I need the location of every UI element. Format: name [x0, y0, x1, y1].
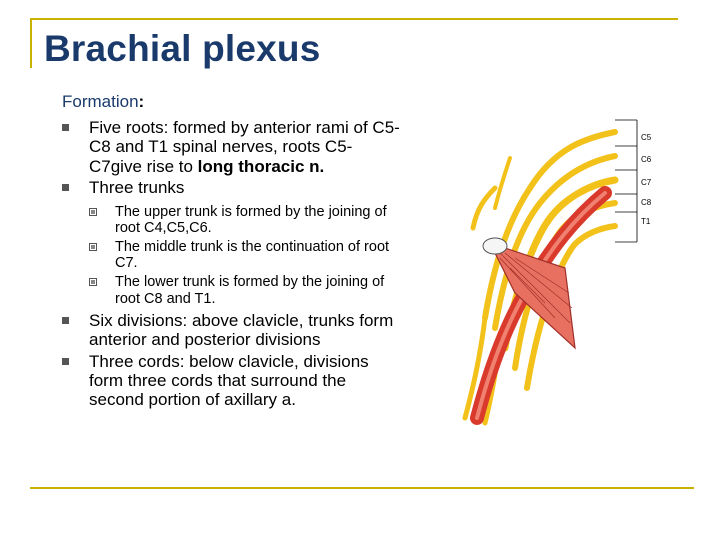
root-label-c8: C8 [641, 198, 652, 207]
muscle-fibers [494, 247, 573, 324]
root-label-c6: C6 [641, 155, 652, 164]
distal-nerve [462, 315, 488, 421]
divisions-text: Six divisions: above clavicle, trunks fo… [89, 310, 394, 350]
pectoralis-minor-muscle [482, 237, 576, 350]
bullet-divisions: Six divisions: above clavicle, trunks fo… [62, 311, 402, 350]
square-bullet-icon [62, 357, 69, 365]
hollow-square-bullet-icon [89, 243, 97, 252]
hollow-square-bullet-icon [89, 278, 97, 287]
square-bullet-icon [62, 124, 69, 131]
subtitle-colon: : [138, 92, 145, 111]
trunk-item-text: The lower trunk is formed by the joining… [115, 274, 385, 307]
trunk-item-lower: The lower trunk is formed by the joining… [89, 274, 402, 307]
cords-text: Three cords: below clavicle, divisions f… [89, 351, 369, 410]
trunk-sublist: The upper trunk is formed by the joining… [62, 204, 402, 307]
coracoid-process [482, 237, 508, 255]
slide-content: Formation: Five roots: formed by anterio… [62, 92, 402, 412]
frame-bottom-line [30, 487, 694, 489]
root-label-c5: C5 [641, 133, 652, 142]
root-label-column: C5 C6 C7 C8 T1 [615, 119, 652, 243]
branch-nerve [470, 185, 498, 231]
root-c5-nerve [482, 129, 618, 321]
trunks-text: Three trunks [89, 178, 185, 198]
root-label-t1: T1 [641, 217, 651, 226]
trunk-item-text: The middle trunk is the continuation of … [115, 239, 390, 272]
bullet-roots: Five roots: formed by anterior rami of C… [62, 118, 402, 176]
square-bullet-icon [62, 316, 69, 324]
roots-bold-text: long thoracic n. [197, 156, 325, 176]
root-t1-nerve [524, 223, 618, 391]
brachial-plexus-illustration: C5 C6 C7 C8 T1 [462, 119, 652, 426]
trunk-item-text: The upper trunk is formed by the joining… [115, 203, 387, 236]
subtitle: Formation: [62, 92, 402, 112]
roots-text: Five roots: formed by anterior rami of C… [89, 118, 400, 176]
square-bullet-icon [62, 184, 69, 192]
bullet-trunks: Three trunks [62, 178, 402, 197]
root-c6-nerve [492, 153, 618, 331]
root-label-c7: C7 [641, 178, 652, 187]
branch-nerve [493, 156, 512, 210]
trunk-item-middle: The middle trunk is the continuation of … [89, 239, 402, 272]
hollow-square-bullet-icon [89, 207, 97, 216]
frame-top-line [30, 18, 678, 20]
frame-left-line [30, 18, 32, 68]
slide-title: Brachial plexus [44, 28, 321, 69]
trunk-item-upper: The upper trunk is formed by the joining… [89, 203, 402, 236]
subtitle-text: Formation [62, 92, 139, 111]
bullet-cords: Three cords: below clavicle, divisions f… [62, 352, 402, 410]
